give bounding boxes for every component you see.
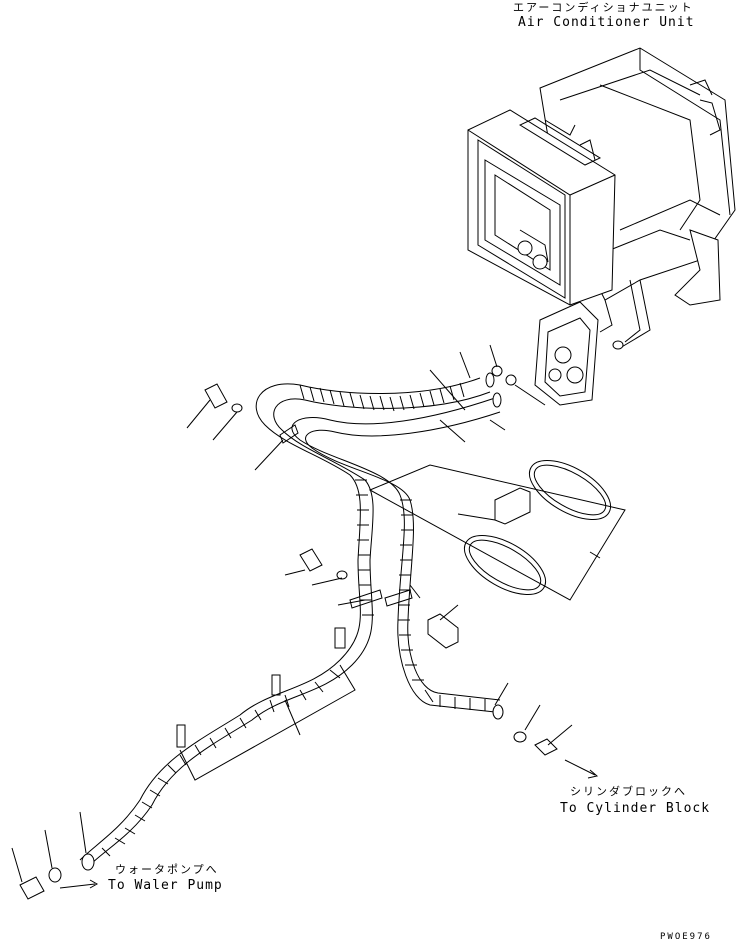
leader-lines xyxy=(11,344,601,889)
water-pump-label-jp: ウォータポンプへ xyxy=(115,863,219,876)
water-pump-label: To Waler Pump xyxy=(108,878,223,893)
ac-unit-label: Air Conditioner Unit xyxy=(518,15,695,30)
drawing-code: PWOE976 xyxy=(660,932,712,942)
cylinder-block-label-jp: シリンダブロックへ xyxy=(570,785,687,798)
cylinder-block-label: To Cylinder Block xyxy=(560,801,711,816)
ac-unit-label-jp: エアーコンディショナユニット xyxy=(513,1,694,14)
heater-hoses xyxy=(79,372,504,871)
small-parts xyxy=(19,365,626,900)
air-conditioner-unit xyxy=(467,47,736,406)
